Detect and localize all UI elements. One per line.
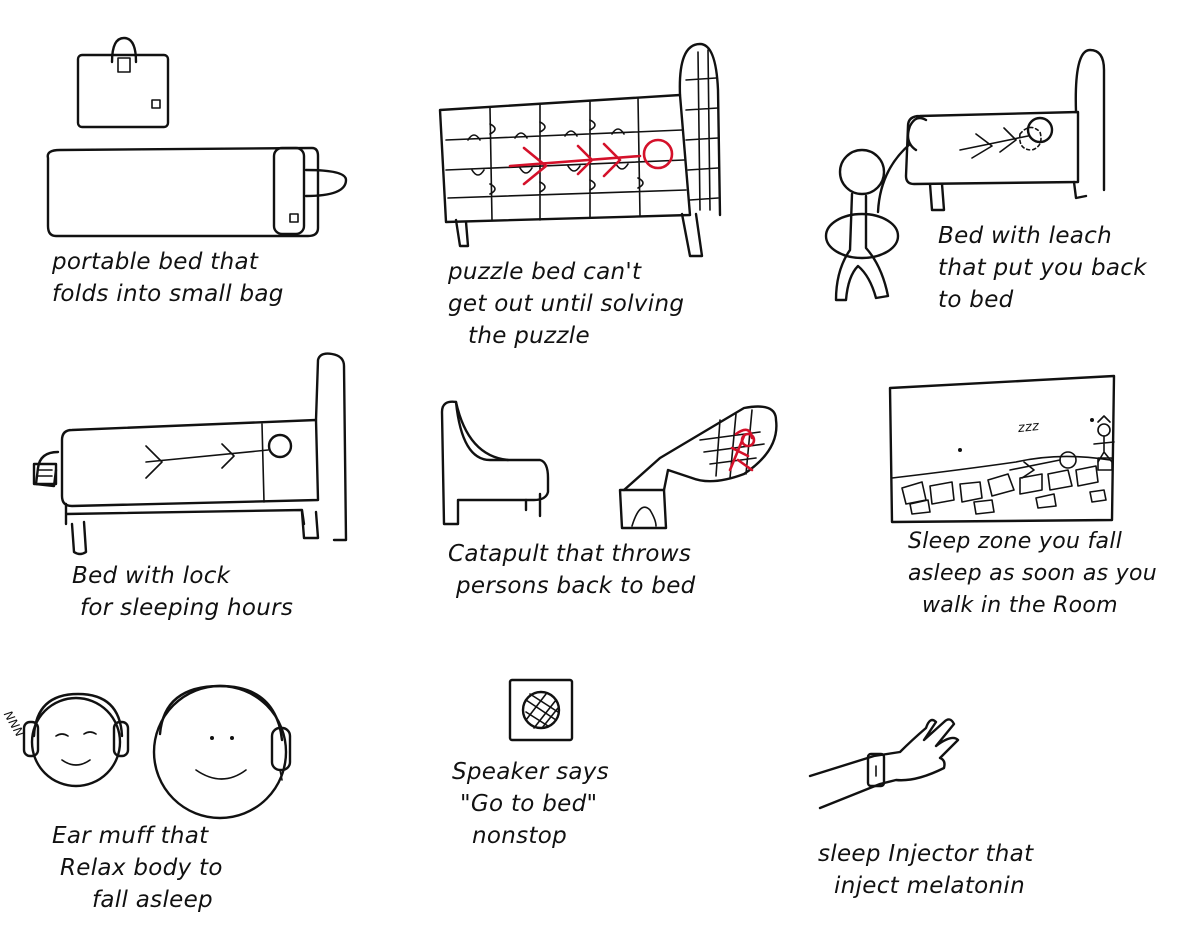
happy-eye [230, 736, 234, 740]
sleepy-head [30, 696, 122, 788]
puzzle-headboard [678, 42, 722, 217]
left-muff [22, 720, 40, 758]
catapult-feet [524, 492, 542, 518]
sleep-zone-room [888, 374, 1116, 524]
anchor-arch [631, 506, 657, 527]
caption-portable-bed: portable bed that folds into small bag [52, 249, 284, 307]
right-muff [112, 720, 130, 758]
leash-bed-legs [928, 180, 1088, 212]
catapult-anchor-block [618, 488, 668, 530]
speaker-cone [521, 690, 561, 730]
catapult-base-bed [440, 400, 550, 526]
speaker-box [508, 678, 574, 742]
bed-handle [304, 168, 348, 198]
lock-bed-mattress [60, 418, 320, 508]
pillow-line [261, 423, 265, 503]
catapult-red-head [740, 432, 756, 448]
puzzle-bed-legs [454, 212, 704, 258]
lock-bed-base [64, 502, 306, 526]
sleeper-body [959, 127, 1029, 159]
sleeping-people-pile [901, 465, 1107, 515]
injector-sketch [808, 718, 960, 810]
red-stick-figure [508, 142, 642, 186]
folded-bag [76, 53, 170, 129]
leash-line [876, 142, 912, 214]
caption-ear-muff: Ear muff that Relax body to fall asleep [52, 823, 223, 913]
happy-eye [210, 736, 214, 740]
leash-bed-headboard [1074, 48, 1106, 192]
red-stick-figure-head [642, 138, 674, 170]
catapult-red-figure [728, 428, 754, 472]
dust-dot [1090, 418, 1094, 422]
sleepy-headband [32, 692, 124, 738]
sleep-zone-floor [891, 455, 1111, 479]
happy-right-muff [270, 726, 292, 772]
lock-bed-sketch [32, 352, 348, 556]
puzzle-knobs [467, 119, 644, 195]
catapult-arm [622, 405, 778, 492]
leash-anchor [1018, 126, 1042, 151]
padlock-body [32, 462, 58, 486]
puzzle-bed-frame [438, 93, 692, 224]
caption-speaker: Speaker says "Go to bed" nonstop [452, 759, 609, 849]
leash-loop [824, 212, 900, 260]
sleepy-face [55, 731, 97, 766]
sleeper-head [1026, 116, 1054, 144]
puzzle-grid [445, 97, 687, 221]
padlock-shackle [34, 450, 60, 488]
arm-and-hand [808, 718, 960, 810]
sleep-zone-sketch [888, 374, 1116, 524]
headboard-grid [685, 49, 719, 211]
caption-sleep-zone: Sleep zone you fall asleep as soon as yo… [908, 529, 1157, 618]
bed-fold-seam [272, 146, 306, 236]
lock-sleeper-body [145, 443, 269, 479]
speaker-mesh [525, 693, 559, 729]
portable-bed-sketch [46, 36, 348, 238]
puzzle-bed-sketch [438, 42, 722, 258]
walker-crate [1097, 457, 1113, 471]
speaker-sketch [508, 678, 574, 742]
standing-person-head [838, 148, 886, 196]
caption-injector: sleep Injector that inject melatonin [818, 841, 1034, 899]
caption-leash-bed: Bed with leach that put you back to bed [938, 223, 1147, 313]
bed-mattress [46, 146, 320, 238]
catapult-sketch [440, 400, 778, 530]
leash-bed-sketch [824, 48, 1106, 302]
snore-zone-text: zzz [1017, 418, 1041, 437]
zone-sleeper-body [1009, 459, 1061, 479]
happy-smile [195, 769, 247, 780]
caption-puzzle-bed: puzzle bed can't get out until solving t… [448, 259, 685, 349]
happy-head [152, 684, 288, 820]
caption-catapult: Catapult that throws persons back to bed [448, 541, 696, 599]
lock-bed-legs [70, 510, 320, 556]
padlock-lines [37, 469, 53, 477]
walker-head [1097, 423, 1111, 437]
leash-bundle [906, 116, 928, 152]
standing-person-body [834, 192, 890, 302]
walker-body [1093, 415, 1115, 463]
zone-sleeper-head [1059, 451, 1077, 469]
bag-clasp [117, 57, 131, 73]
caption-lock-bed: Bed with lock for sleeping hours [72, 563, 294, 621]
bag-handle [110, 36, 138, 64]
leash-bed-mattress [904, 110, 1080, 186]
bed-latch [289, 213, 299, 223]
injector-band [866, 752, 886, 788]
dust-dot [958, 448, 962, 452]
catapult-curve [454, 400, 510, 462]
lock-bed-headboard [314, 352, 348, 542]
happy-headband [158, 684, 284, 742]
bag-latch [151, 99, 161, 109]
lock-sleeper-head [267, 433, 293, 459]
ear-muff-sketch [22, 684, 292, 820]
muff-cord [279, 769, 283, 781]
